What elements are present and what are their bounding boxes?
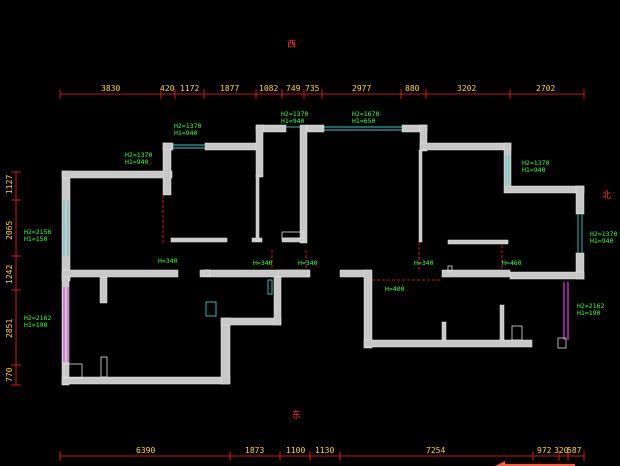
door-height-label: H=340 — [253, 259, 273, 267]
door-height-label: H=340 — [414, 259, 434, 267]
bottom-dim-8: 587 — [567, 446, 582, 455]
window-label-h1: H1=150 — [24, 235, 48, 243]
bottom-dimension-line: 6390 1873 1100 1130 7254 972 320 587 — [59, 446, 585, 461]
glass-doors — [63, 282, 569, 362]
top-dim-9: 880 — [405, 84, 420, 93]
window-label-h2: H2=2156 — [24, 228, 51, 236]
window-label-h2: H2=1670 — [352, 110, 379, 118]
window-label-h1: H1=650 — [352, 117, 376, 125]
top-dim-5: 1082 — [259, 84, 278, 93]
bottom-dim-5: 7254 — [426, 446, 445, 455]
door-height-label: H=340 — [158, 257, 178, 265]
cursor-arrow-icon — [495, 461, 575, 466]
top-dim-4: 1877 — [220, 84, 239, 93]
fixtures — [63, 231, 567, 379]
top-dim-6: 749 — [286, 84, 301, 93]
top-dim-10: 3202 — [457, 84, 476, 93]
windows — [63, 126, 583, 317]
bottom-dim-6: 972 — [537, 446, 552, 455]
door-height-label: H=460 — [502, 259, 522, 267]
window-label-h2: H2=1370 — [125, 151, 152, 159]
direction-west: 西 — [287, 39, 296, 50]
top-dim-1: 3830 — [101, 84, 120, 93]
window-label-h2: H2=1370 — [590, 230, 617, 238]
left-dim-5: 770 — [5, 367, 14, 382]
window-label-h2: H2=2162 — [24, 314, 51, 322]
window-label-h1: H1=940 — [174, 129, 198, 137]
left-dim-1: 1127 — [5, 175, 14, 194]
door-height-labels: H=340 H=340 H=340 H=340 H=460 H=400 — [158, 257, 522, 293]
walls — [61, 124, 585, 386]
window-label-h1: H1=940 — [125, 158, 149, 166]
top-dim-2: 420 — [160, 84, 175, 93]
bottom-dim-3: 1100 — [286, 446, 305, 455]
direction-north: 北 — [602, 190, 611, 201]
door-height-label: H=340 — [298, 259, 318, 267]
bottom-dim-1: 6390 — [136, 446, 155, 455]
bottom-dim-2: 1873 — [245, 446, 264, 455]
top-dim-11: 2702 — [536, 84, 555, 93]
window-label-h2: H2=1370 — [281, 110, 308, 118]
top-dim-3: 1172 — [180, 84, 199, 93]
top-dimension-line: 3830 420 1172 1877 1082 749 735 2977 880… — [59, 84, 585, 99]
door-height-label: H=400 — [385, 285, 405, 293]
top-dim-8: 2977 — [352, 84, 371, 93]
window-label-h1: H1=940 — [522, 166, 546, 174]
window-label-h2: H2=1370 — [174, 122, 201, 130]
direction-east: 东 — [292, 409, 301, 421]
window-label-h2: H2=1370 — [522, 159, 549, 167]
left-dimension-line: 1127 2065 1242 2851 770 — [5, 171, 21, 386]
left-dim-3: 1242 — [5, 265, 14, 284]
window-label-h2: H2=2162 — [577, 302, 604, 310]
window-labels: H2=1370 H1=940 H2=1370 H1=940 H2=1670 H1… — [24, 110, 617, 329]
bottom-dim-7: 320 — [554, 446, 569, 455]
window-label-h1: H1=190 — [577, 309, 601, 317]
bottom-dim-4: 1130 — [315, 446, 334, 455]
door-openings — [162, 195, 503, 281]
window-label-h1: H1=940 — [590, 237, 614, 245]
window-label-h1: H1=940 — [281, 117, 305, 125]
top-dim-7: 735 — [305, 84, 320, 93]
window-label-h1: H1=190 — [24, 321, 48, 329]
left-dim-2: 2065 — [5, 221, 14, 240]
left-dim-4: 2851 — [5, 319, 14, 338]
